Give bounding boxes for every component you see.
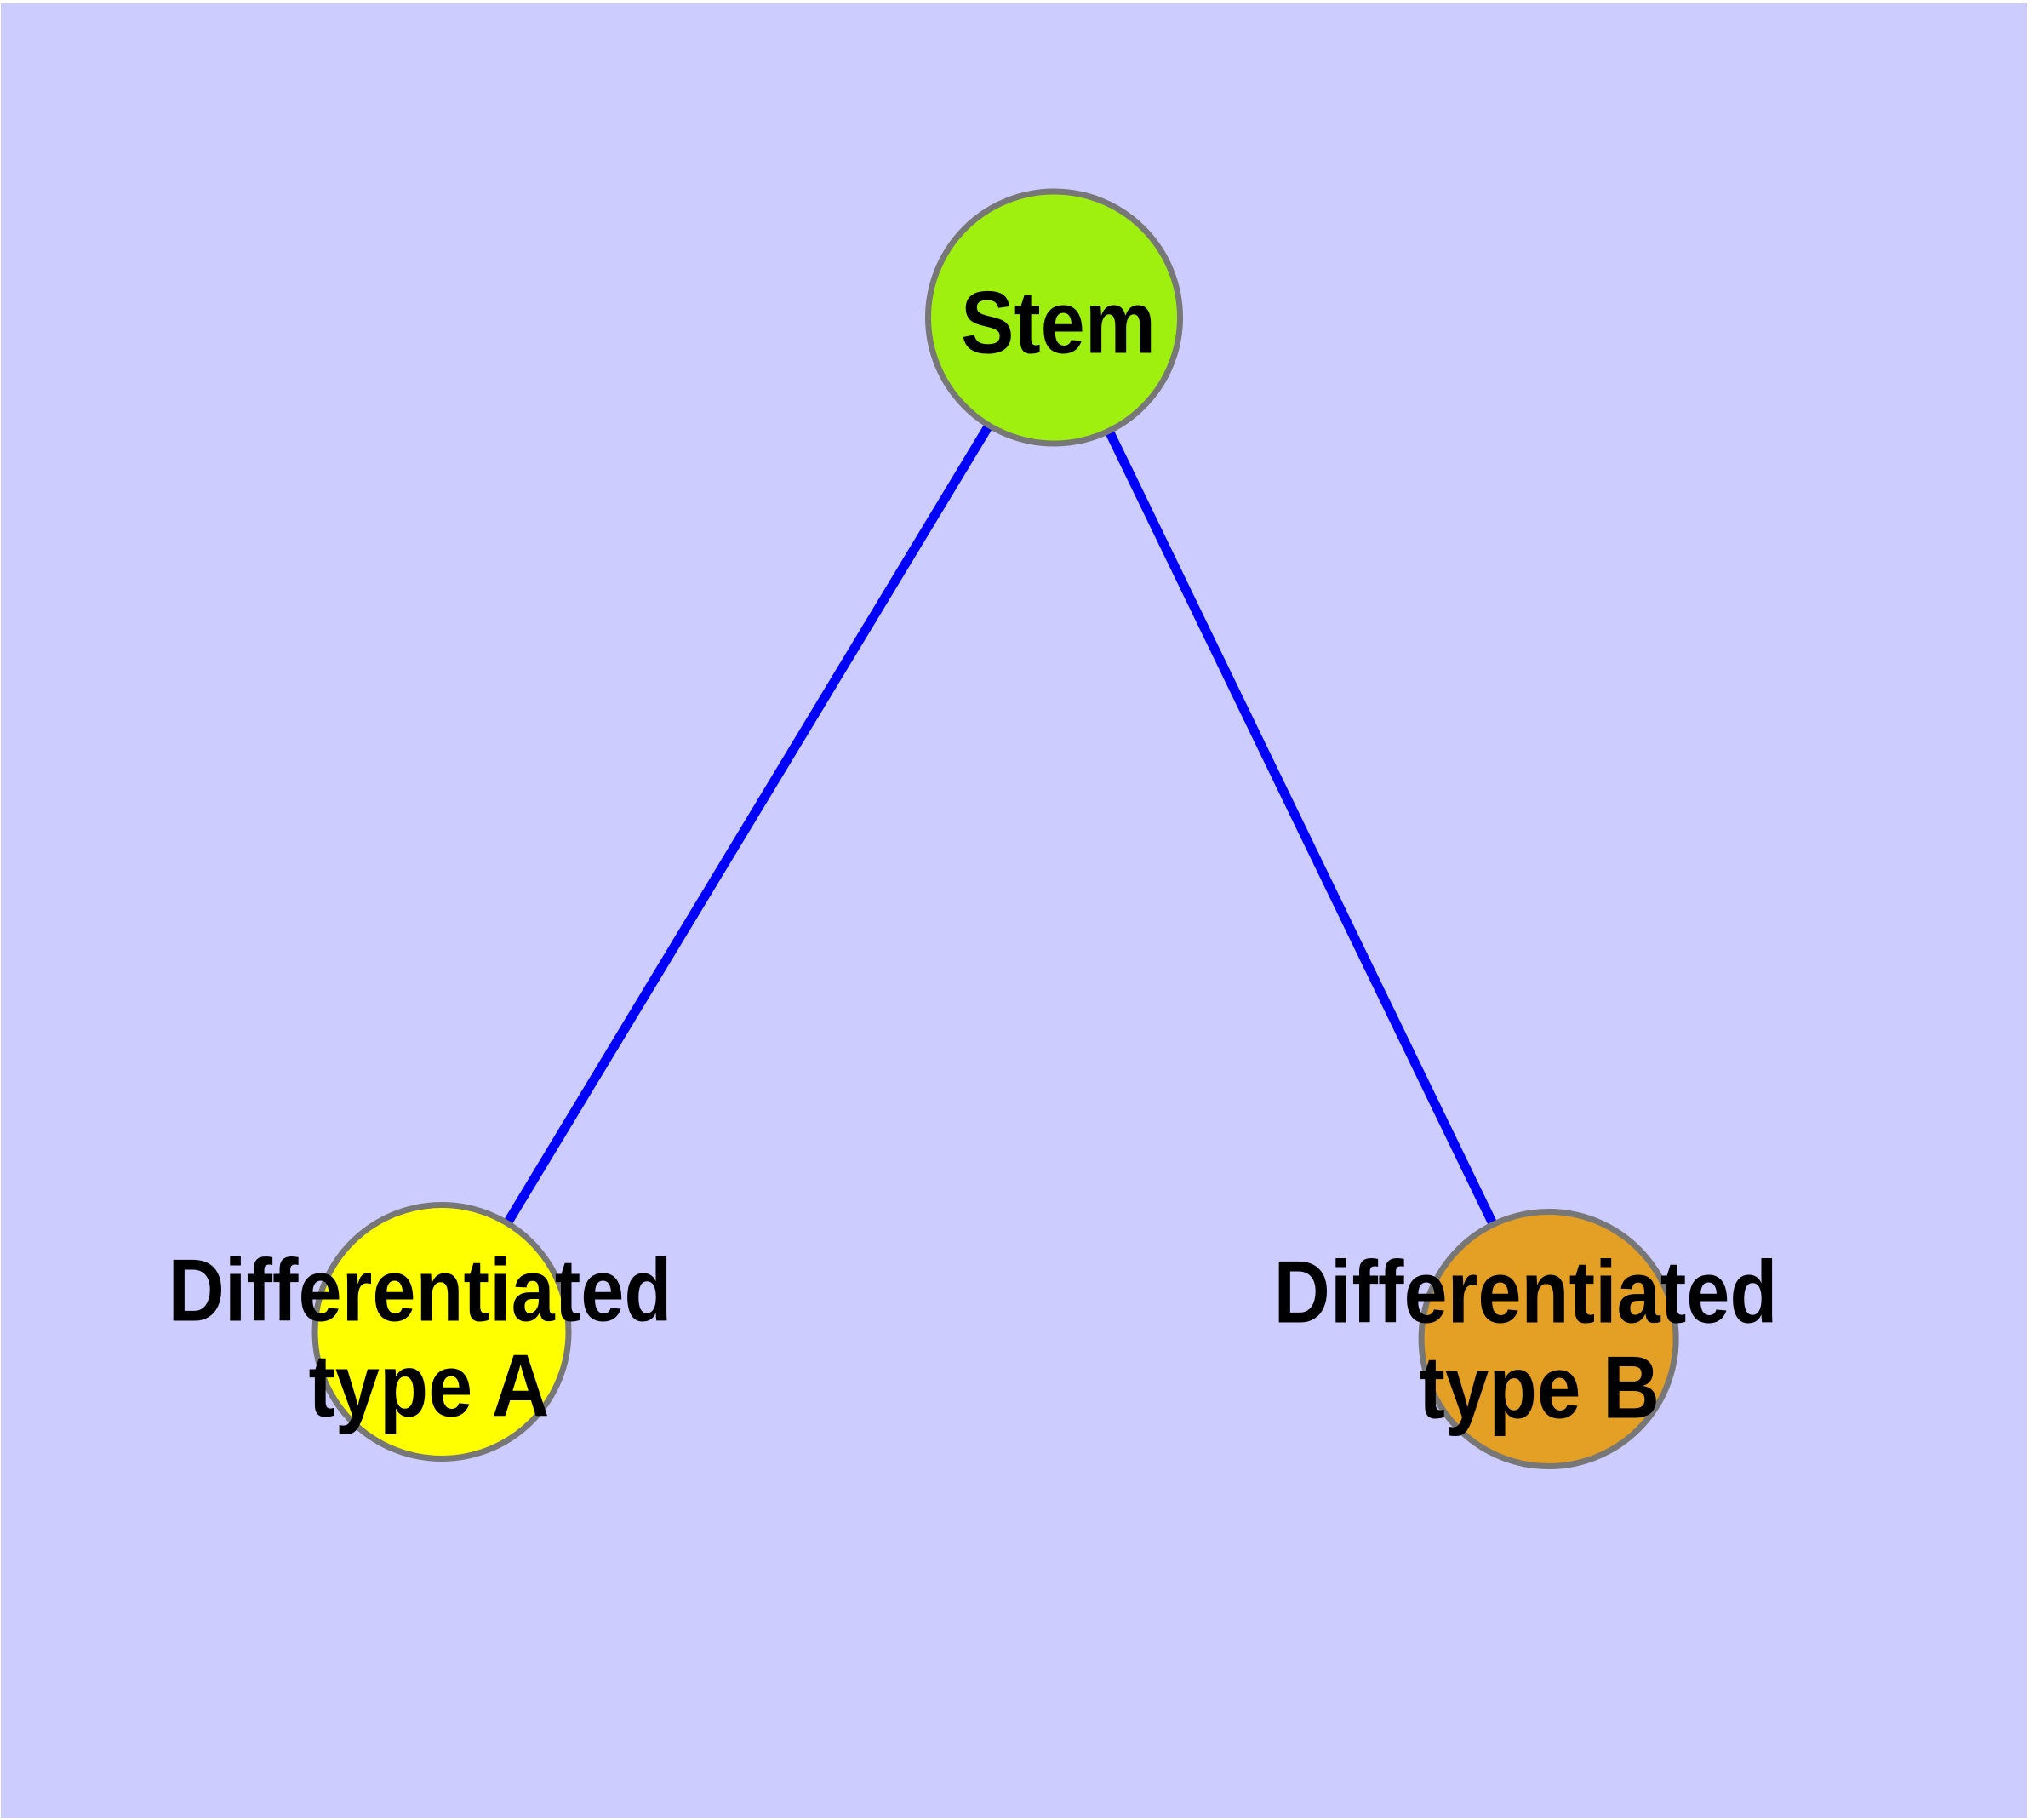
node-type-a-label-line1: Differentiated [169, 1242, 672, 1341]
edges [437, 315, 1553, 1342]
node-labels: Stem Differentiated type A Differentiate… [169, 274, 1778, 1438]
node-type-b-label-line1: Differentiated [1274, 1244, 1778, 1342]
node-stem-circle [925, 188, 1183, 447]
node-stem-label: Stem [961, 274, 1156, 373]
node-type-a-circle [311, 1202, 572, 1462]
edge-stem-to-type-b [1049, 315, 1553, 1342]
node-type-b-circle [1418, 1209, 1679, 1469]
nodes [311, 188, 1679, 1469]
node-type-a-label-line2: type A [309, 1337, 550, 1436]
node-type-b-label-line2: type B [1419, 1339, 1660, 1438]
edge-stem-to-type-a [437, 315, 1059, 1335]
